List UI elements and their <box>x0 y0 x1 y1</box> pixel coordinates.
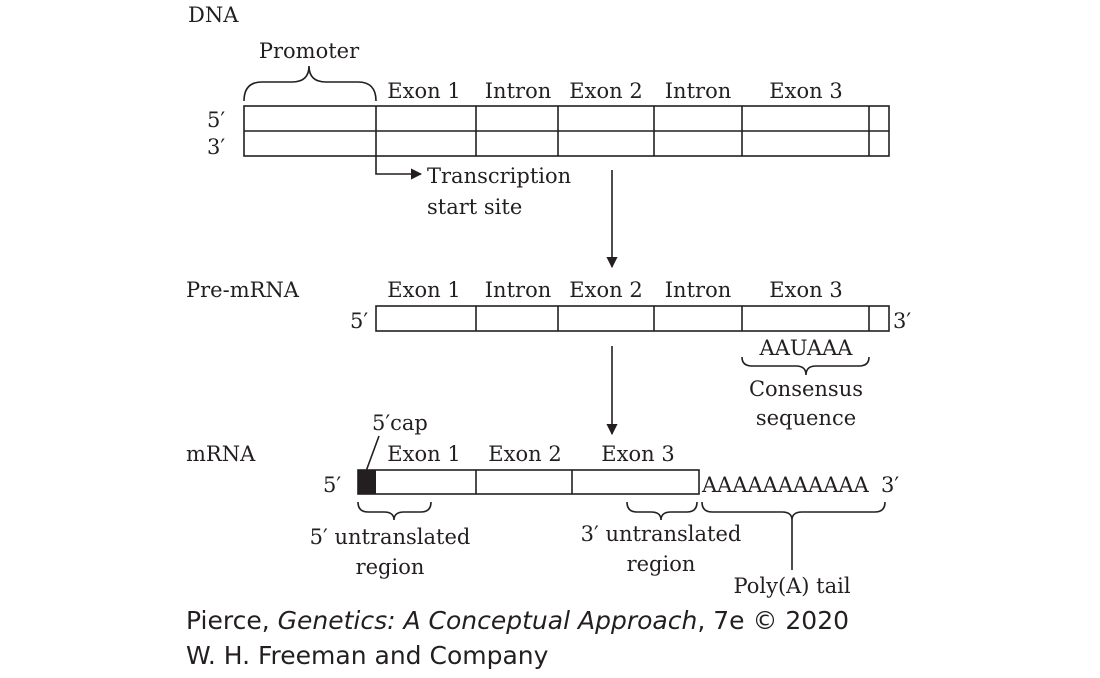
poly-a-tail-label: Poly(A) tail <box>733 574 850 598</box>
utr5-brace <box>357 501 432 521</box>
mrna-exon-2-label: Exon 2 <box>488 442 561 466</box>
dna-intron-1-label: Intron <box>485 79 551 103</box>
poly-a-sequence: AAAAAAAAAAA <box>701 473 870 497</box>
mrna-3-end: 3′ <box>881 473 899 497</box>
consensus-label-line2: sequence <box>756 406 856 430</box>
dna-double-strand <box>243 105 890 157</box>
dna-exon-1-label: Exon 1 <box>387 79 460 103</box>
utr3-brace <box>626 501 698 521</box>
pre-mrna-strand <box>375 305 890 332</box>
pre-mrna-intron-2-label: Intron <box>665 278 731 302</box>
aauaaa-signal: AAUAAA <box>759 336 854 360</box>
credit-book-title: Genetics: A Conceptual Approach <box>277 606 698 635</box>
tss-label-line1: Transcription <box>427 164 571 188</box>
dna-exon-3-label: Exon 3 <box>769 79 842 103</box>
poly-a-tail-brace <box>701 501 886 521</box>
credit-author: Pierce, <box>186 606 278 635</box>
utr5-label-line1: 5′ untranslated <box>310 525 471 549</box>
utr5-label-line2: region <box>356 555 425 579</box>
dna-strand-3-label: 3′ <box>207 135 225 159</box>
cap-label: 5′cap <box>372 411 428 435</box>
cap-pointer <box>364 435 380 475</box>
transcription-start-arrow <box>375 156 423 180</box>
pre-mrna-section: Pre-mRNA Exon 1 Intron Exon 2 Intron Exo… <box>186 278 911 430</box>
utr3-label-line2: region <box>627 552 696 576</box>
pre-mrna-3-end: 3′ <box>893 309 911 333</box>
credit-publisher: W. H. Freeman and Company <box>186 641 549 670</box>
tss-label-line2: start site <box>427 195 522 219</box>
promoter-label: Promoter <box>259 39 360 63</box>
pre-mrna-intron-1-label: Intron <box>485 278 551 302</box>
utr3-label-line1: 3′ untranslated <box>581 522 742 546</box>
pre-mrna-title: Pre-mRNA <box>186 278 300 302</box>
mrna-exon-3-label: Exon 3 <box>601 442 674 466</box>
dna-section: DNA Promoter Exon 1 Intron Exon 2 Intron… <box>188 3 890 219</box>
consensus-label-line1: Consensus <box>749 377 863 401</box>
mrna-section: mRNA 5′cap Exon 1 Exon 2 Exon 3 5′ AAAAA… <box>186 411 899 598</box>
dna-intron-2-label: Intron <box>665 79 731 103</box>
dna-title: DNA <box>188 3 239 27</box>
dna-exon-2-label: Exon 2 <box>569 79 642 103</box>
pre-mrna-exon-1-label: Exon 1 <box>387 278 460 302</box>
five-prime-cap <box>358 470 376 494</box>
mrna-title: mRNA <box>186 442 256 466</box>
mrna-strand <box>357 469 700 495</box>
pre-mrna-exon-2-label: Exon 2 <box>569 278 642 302</box>
credit-line-1: Pierce, Genetics: A Conceptual Approach,… <box>186 606 849 635</box>
mrna-exon-1-label: Exon 1 <box>387 442 460 466</box>
pre-mrna-5-end: 5′ <box>350 309 368 333</box>
consensus-brace <box>741 356 870 376</box>
credit-edition: , 7e © 2020 <box>697 606 850 635</box>
mrna-5-end: 5′ <box>323 473 341 497</box>
dna-strand-5-label: 5′ <box>207 108 225 132</box>
pre-mrna-exon-3-label: Exon 3 <box>769 278 842 302</box>
promoter-brace <box>243 65 377 102</box>
